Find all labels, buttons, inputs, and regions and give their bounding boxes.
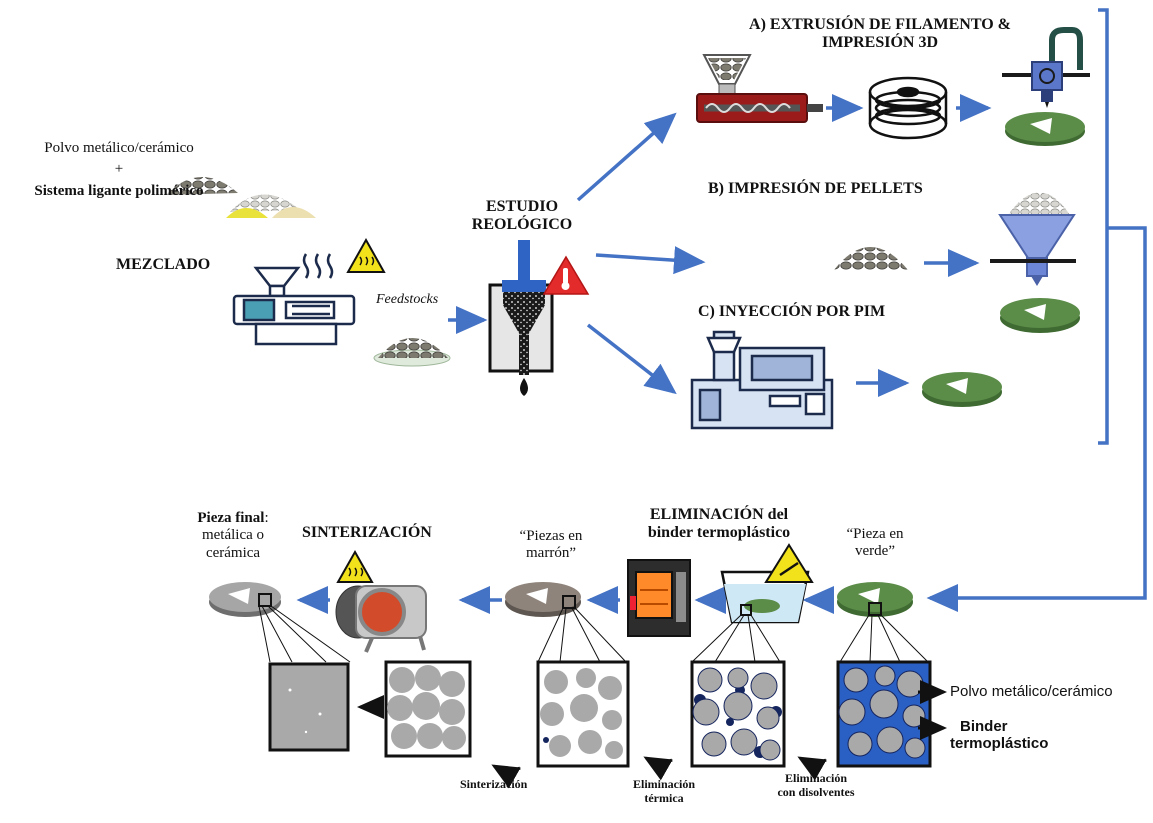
flow-arrows-top xyxy=(448,94,992,397)
label-pieza-final: Pieza final: metálica o cerámica xyxy=(168,510,298,562)
step-disolventes: Eliminación con disolventes xyxy=(756,771,876,800)
oven-icon xyxy=(627,559,691,637)
hopper-icon xyxy=(990,192,1080,333)
final-part xyxy=(209,582,281,617)
pieza-final-colon: : xyxy=(264,510,269,526)
warning-heat-icon-2 xyxy=(336,549,374,583)
micro-brown xyxy=(536,660,630,768)
input-plus: + xyxy=(114,161,124,178)
title-extrusion: A) EXTRUSIÓN DE FILAMENTO & IMPRESIÓN 3D xyxy=(720,16,1040,53)
title-extrusion-line2: IMPRESIÓN 3D xyxy=(821,34,938,52)
printer-icon xyxy=(1002,27,1090,146)
micro-sintered-2 xyxy=(268,662,350,752)
micro-green xyxy=(836,660,932,768)
estudio-line2: REOLÓGICO xyxy=(471,216,573,234)
pieza-final-bold: Pieza final xyxy=(197,510,265,526)
pieza-final-line2: metálica o xyxy=(201,527,265,544)
chemical-warning-icon xyxy=(764,543,814,583)
furnace-icon xyxy=(335,585,427,653)
pim-part xyxy=(922,372,1002,407)
step-termica: Eliminación térmica xyxy=(614,777,714,806)
step-disolventes-line1: Eliminación xyxy=(784,771,847,785)
label-pieza-verde: “Pieza en verde” xyxy=(830,526,920,561)
marron-line1: “Piezas en xyxy=(519,528,583,544)
micro-sintered-1 xyxy=(384,660,472,758)
legend-binder-line2: termoplástico xyxy=(950,735,1049,753)
title-sinterizacion: SINTERIZACIÓN xyxy=(302,524,432,541)
step-termica-line2: térmica xyxy=(644,790,684,805)
filament-spool-icon xyxy=(868,76,948,140)
zoom-lines xyxy=(258,605,929,663)
powder-piles xyxy=(166,176,316,218)
feedstock-pellets xyxy=(378,338,448,358)
legend-binder-line1: Binder xyxy=(960,718,1008,735)
step-arrows xyxy=(357,680,947,789)
eliminacion-line1: ELIMINACIÓN del xyxy=(649,506,789,523)
title-mezclado: MEZCLADO xyxy=(116,256,211,273)
micro-solvent xyxy=(690,660,786,768)
pellets-pile-b xyxy=(834,247,908,270)
warning-heat-icon xyxy=(346,237,386,273)
label-feedstocks: Feedstocks xyxy=(376,292,439,307)
legend-powder: Polvo metálico/cerámico xyxy=(950,683,1113,700)
title-estudio: ESTUDIO REOLÓGICO xyxy=(458,198,586,235)
verde-line2: verde” xyxy=(855,543,895,560)
brown-part xyxy=(505,582,581,617)
title-pellets: B) IMPRESIÓN DE PELLETS xyxy=(708,180,923,197)
legend-binder: Binder termoplástico xyxy=(950,718,1048,753)
title-eliminacion: ELIMINACIÓN del binder termoplástico xyxy=(624,506,814,543)
green-part xyxy=(837,582,913,617)
solvent-bath-icon xyxy=(720,570,810,624)
label-piezas-marron: “Piezas en marrón” xyxy=(496,528,606,563)
rheometer-icon xyxy=(488,240,554,396)
mixer-icon xyxy=(232,253,356,346)
title-extrusion-line1: A) EXTRUSIÓN DE FILAMENTO & xyxy=(749,16,1011,33)
eliminacion-line2: binder termoplástico xyxy=(647,524,791,542)
injection-machine-icon xyxy=(690,330,834,430)
pieza-final-line3: cerámica xyxy=(205,544,261,561)
inputs-label: Polvo metálico/cerámico + Sistema ligant… xyxy=(14,140,224,200)
input-binder: Sistema ligante polimérico xyxy=(34,182,204,199)
right-bracket xyxy=(926,8,1147,612)
estudio-line1: ESTUDIO xyxy=(485,198,559,215)
step-sinterizacion: Sinterización xyxy=(460,777,528,791)
thermometer-warning-icon xyxy=(542,255,590,295)
marron-line2: marrón” xyxy=(526,545,576,562)
title-pim: C) INYECCIÓN POR PIM xyxy=(698,303,886,320)
step-termica-line1: Eliminación xyxy=(632,777,695,791)
extruder-icon xyxy=(696,54,823,123)
input-powder: Polvo metálico/cerámico xyxy=(44,140,194,156)
step-disolventes-line2: con disolventes xyxy=(777,784,855,799)
verde-line1: “Pieza en xyxy=(846,526,904,542)
